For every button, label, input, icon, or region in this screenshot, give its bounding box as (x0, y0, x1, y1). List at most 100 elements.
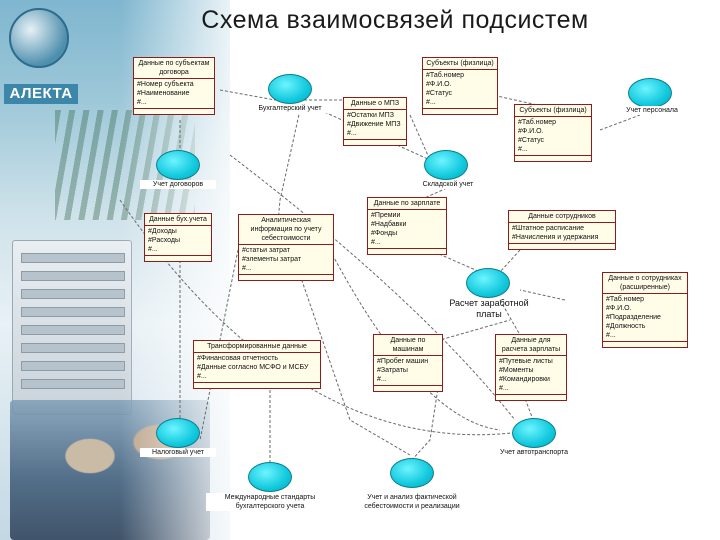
class-title: Данные о сотрудниках (расширенные) (603, 273, 687, 294)
class-item: #Пробег машин (377, 358, 429, 365)
link-calc-rasch (499, 299, 521, 336)
class-mpz-data: Данные о МПЗ #Остатки МПЗ #Движение МПЗ … (343, 97, 407, 146)
class-transformed-data: Трансформированные данные #Финансовая от… (193, 340, 321, 389)
link-sklad-zp (419, 179, 466, 201)
class-item: #Таб.номер (518, 119, 557, 126)
class-item: #Начисления и удержания (512, 234, 599, 241)
class-item: #Статус (518, 137, 545, 144)
link-zp-calc (429, 249, 481, 273)
class-individuals: Субъекты (физлица) #Таб.номер #Ф.И.О. #С… (422, 57, 498, 115)
class-item: #Статус (426, 90, 453, 97)
class-title: Данные бух.учета (145, 214, 211, 226)
class-item: #Ф.И.О. (606, 305, 632, 312)
usecase-contracts-label: Учет договоров (140, 180, 216, 189)
class-item: #Должность (606, 323, 646, 330)
class-item: #... (377, 376, 387, 383)
link-mash-analiz (409, 374, 441, 463)
link-dog-tr (119, 199, 521, 436)
class-title: Данные по зарплате (368, 198, 446, 210)
link-mpz-sklad (409, 114, 431, 161)
usecase-payroll-icon (466, 268, 510, 298)
class-item: #Ф.И.О. (426, 81, 452, 88)
class-item: #статьи затрат (242, 247, 290, 254)
usecase-transport-label: Учет автотранспорта (488, 448, 580, 457)
class-title: Субъекты (физлица) (423, 58, 497, 70)
class-title: Субъекты (физлица) (515, 105, 591, 117)
usecase-contracts-icon (156, 150, 200, 180)
class-item: #... (499, 385, 509, 392)
class-employee-extended: Данные о сотрудниках (расширенные) #Таб.… (602, 272, 688, 348)
class-item: #Таб.номер (606, 296, 645, 303)
link-mash-calc (419, 319, 511, 361)
class-item: #... (371, 239, 381, 246)
class-item: #Подразделение (606, 314, 661, 321)
link-rab-calc (519, 289, 566, 301)
class-item: #... (242, 265, 252, 272)
class-item: #Расходы (148, 237, 181, 244)
class-cost-analytics: Аналитическая информация по учету себест… (238, 214, 334, 281)
class-item: #Фонды (371, 230, 398, 237)
class-item: #... (347, 130, 357, 137)
usecase-cost-analysis-icon (390, 458, 434, 488)
class-item: #Наименование (137, 90, 190, 97)
class-item: #... (606, 332, 616, 339)
link-anal-analiz (299, 274, 411, 456)
class-item: #Затраты (377, 367, 408, 374)
class-item: #Путевые листы (499, 358, 553, 365)
class-item: #... (197, 373, 207, 380)
usecase-tax-icon (156, 418, 200, 448)
class-title: Данные для расчета зарплаты (496, 335, 566, 356)
class-item: #Номер субъекта (137, 81, 194, 88)
class-item: #... (426, 99, 436, 106)
class-item: #Командировки (499, 376, 550, 383)
class-item: #Премии (371, 212, 401, 219)
usecase-transport-icon (512, 418, 556, 448)
usecase-payroll-label: Расчет заработной платы (449, 298, 529, 319)
link-buh-tr (229, 154, 516, 421)
class-item: #Финансовая отчетность (197, 355, 279, 362)
logo-text: АЛЕКТА (4, 84, 78, 104)
class-vehicle-data: Данные по машинам #Пробег машин #Затраты… (373, 334, 443, 392)
usecase-warehouse-icon (424, 150, 468, 180)
link-sub-pers (599, 114, 641, 131)
class-item: #элементы затрат (242, 256, 302, 263)
usecase-personnel-icon (628, 78, 672, 108)
class-item: #... (137, 99, 147, 106)
class-item: #... (148, 246, 158, 253)
company-logo: АЛЕКТА (4, 2, 78, 106)
usecase-ifrs-icon (248, 462, 292, 492)
class-item: #Моменты (499, 367, 534, 374)
class-title: Данные по субъектам договора (134, 58, 214, 79)
class-item: #Доходы (148, 228, 177, 235)
class-item: #Ф.И.О. (518, 128, 544, 135)
usecase-buh-icon (268, 74, 312, 104)
link-buh-anal (274, 109, 301, 256)
class-item: #Движение МПЗ (347, 121, 401, 128)
link-sotr-calc (499, 249, 521, 273)
class-subject-individuals: Субъекты (физлица) #Таб.номер #Ф.И.О. #С… (514, 104, 592, 162)
class-item: #... (518, 146, 528, 153)
usecase-buh-label: Бухгалтерский учет (244, 104, 336, 113)
class-accounting-data: Данные бух.учета #Доходы #Расходы #... (144, 213, 212, 262)
usecase-tax-label: Налоговый учет (140, 448, 216, 457)
usecase-warehouse-label: Складской учет (410, 180, 486, 189)
class-item: #Штатное расписание (512, 225, 585, 232)
globe-icon (9, 8, 69, 68)
class-item: #Надбавки (371, 221, 407, 228)
class-employee-data: Данные сотрудников #Штатное расписание #… (508, 210, 616, 250)
class-item: #Данные согласно МСФО и МСБУ (197, 364, 309, 371)
class-title: Данные по машинам (374, 335, 442, 356)
class-title: Аналитическая информация по учету себест… (239, 215, 333, 245)
usecase-ifrs-label: Международные стандарты бухгалтерского у… (206, 493, 334, 511)
slide-title: Схема взаимосвязей подсистем (201, 6, 589, 34)
class-title: Данные сотрудников (509, 211, 615, 223)
class-salary-data: Данные по зарплате #Премии #Надбавки #Фо… (367, 197, 447, 255)
class-subjects-contract: Данные по субъектам договора #Номер субъ… (133, 57, 215, 115)
usecase-cost-analysis-label: Учет и анализ фактической себестоимости … (350, 493, 474, 511)
class-salary-calc-data: Данные для расчета зарплаты #Путевые лис… (495, 334, 567, 401)
class-title: Трансформированные данные (194, 341, 320, 353)
usecase-personnel-label: Учет персонала (612, 106, 692, 115)
class-item: #Остатки МПЗ (347, 112, 394, 119)
